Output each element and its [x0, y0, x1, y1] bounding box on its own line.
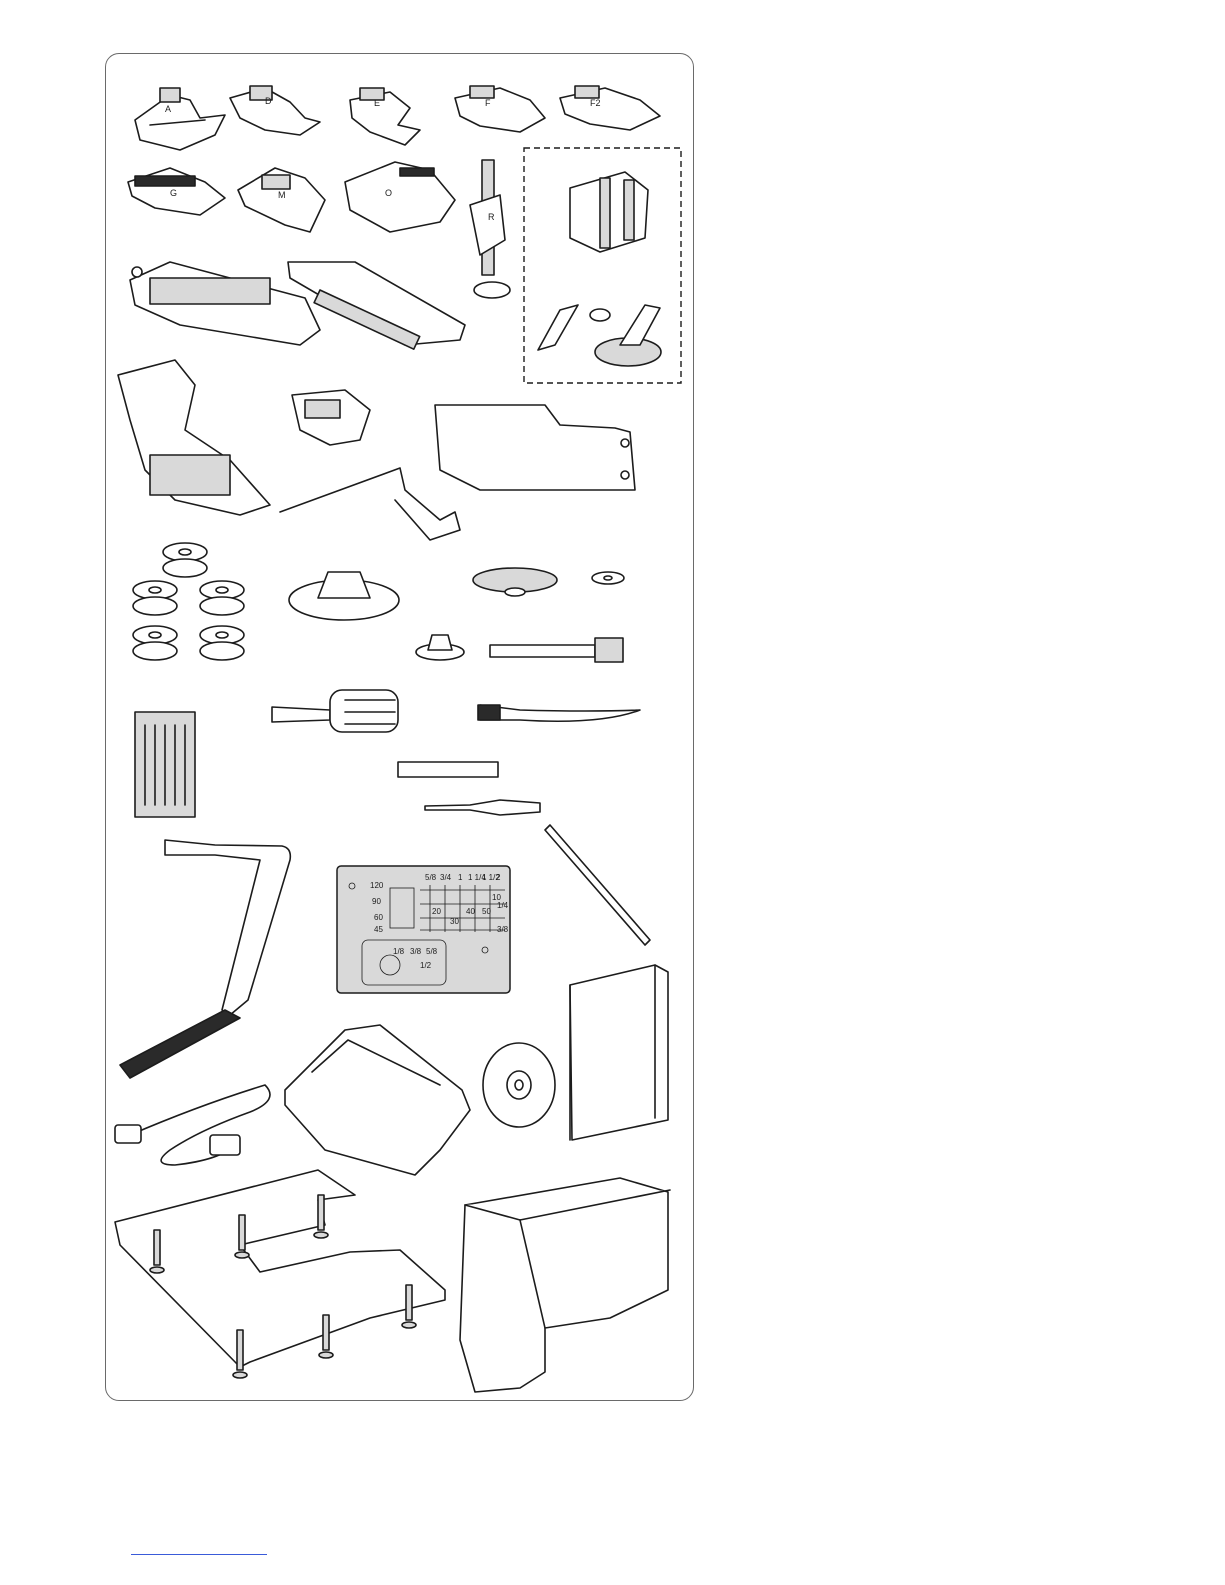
touch-pen-icon	[545, 825, 650, 945]
foot-o-mark: O	[385, 188, 392, 198]
foot-a-mark: A	[165, 104, 171, 114]
spool-pin-icon	[490, 638, 623, 662]
presser-foot-g-icon: G	[128, 168, 225, 215]
plate-top-mark-2: 1	[458, 873, 463, 882]
presser-foot-f-icon: F	[455, 86, 545, 132]
presser-foot-d-icon: D	[230, 86, 320, 135]
seam-ripper-cap-icon	[398, 762, 498, 777]
plate-top-mark-5: 2	[496, 873, 501, 882]
seam-guide-icon	[288, 262, 465, 349]
presser-foot-f2-icon: F2	[560, 86, 660, 130]
spool-holder-cap-icon	[473, 568, 557, 596]
cd-rom-icon	[483, 1043, 555, 1127]
spool-holder-small-icon	[416, 635, 464, 660]
plate-inner-mark-1: 3/8	[410, 947, 422, 956]
presser-foot-a-icon: A	[135, 88, 225, 150]
foot-f2-mark: F2	[590, 98, 601, 108]
presser-foot-r-icon: R	[470, 160, 510, 298]
plate-left-mark-2: 60	[374, 913, 383, 922]
needle-set-icon	[135, 712, 195, 817]
cover-plate-icon	[435, 405, 635, 490]
free-motion-kit-box	[524, 148, 681, 383]
quarter-inch-foot-icon	[292, 390, 370, 445]
spool-holder-large-icon	[289, 572, 399, 620]
foot-f-mark: F	[485, 98, 491, 108]
foot-control-icon	[285, 1025, 470, 1175]
plate-grid-mark-1: 20	[432, 907, 441, 916]
foot-e-mark: E	[374, 98, 380, 108]
presser-foot-o-icon: O	[345, 162, 455, 232]
power-cord-icon	[115, 1085, 270, 1165]
plate-left-mark-3: 45	[374, 925, 383, 934]
knee-lifter-icon	[120, 840, 290, 1078]
plate-inner-mark-3: 1/2	[420, 961, 432, 970]
plate-inner-mark-2: 5/8	[426, 947, 438, 956]
plate-left-mark-1: 90	[372, 897, 381, 906]
plate-inner-mark-0: 1/8	[393, 947, 405, 956]
quilting-guide-bar-icon	[280, 468, 460, 540]
presser-foot-m-icon: M	[238, 168, 325, 232]
foot-d-mark: D	[265, 96, 272, 106]
plate-side-mark-0: 1/4	[497, 901, 509, 910]
plate-grid-mark-3: 40	[466, 907, 475, 916]
presser-foot-e-icon: E	[350, 88, 420, 145]
plate-top-mark-0: 5/8	[425, 873, 437, 882]
footer-link-underline[interactable]	[131, 1554, 267, 1555]
foot-g-mark: G	[170, 188, 177, 198]
plate-top-mark-1: 3/4	[440, 873, 452, 882]
dust-cover-icon	[460, 1178, 670, 1392]
extension-table-icon	[115, 1170, 445, 1378]
needle-plate: 5/8 3/4 1 1 1/4 1 1/2 2 120 90 60 45 10 …	[337, 866, 510, 993]
instruction-book-icon	[570, 965, 668, 1140]
screwdriver-icon	[272, 690, 398, 732]
plate-left-mark-0: 120	[370, 881, 384, 890]
seam-ripper-icon	[425, 800, 540, 815]
even-feed-foot-icon	[118, 360, 270, 515]
bobbins-icon	[133, 543, 244, 660]
felt-washer-icon	[592, 572, 624, 584]
foot-m-mark: M	[278, 190, 286, 200]
lint-brush-icon	[478, 705, 640, 721]
foot-r-mark: R	[488, 212, 495, 222]
plate-side-mark-1: 3/8	[497, 925, 509, 934]
